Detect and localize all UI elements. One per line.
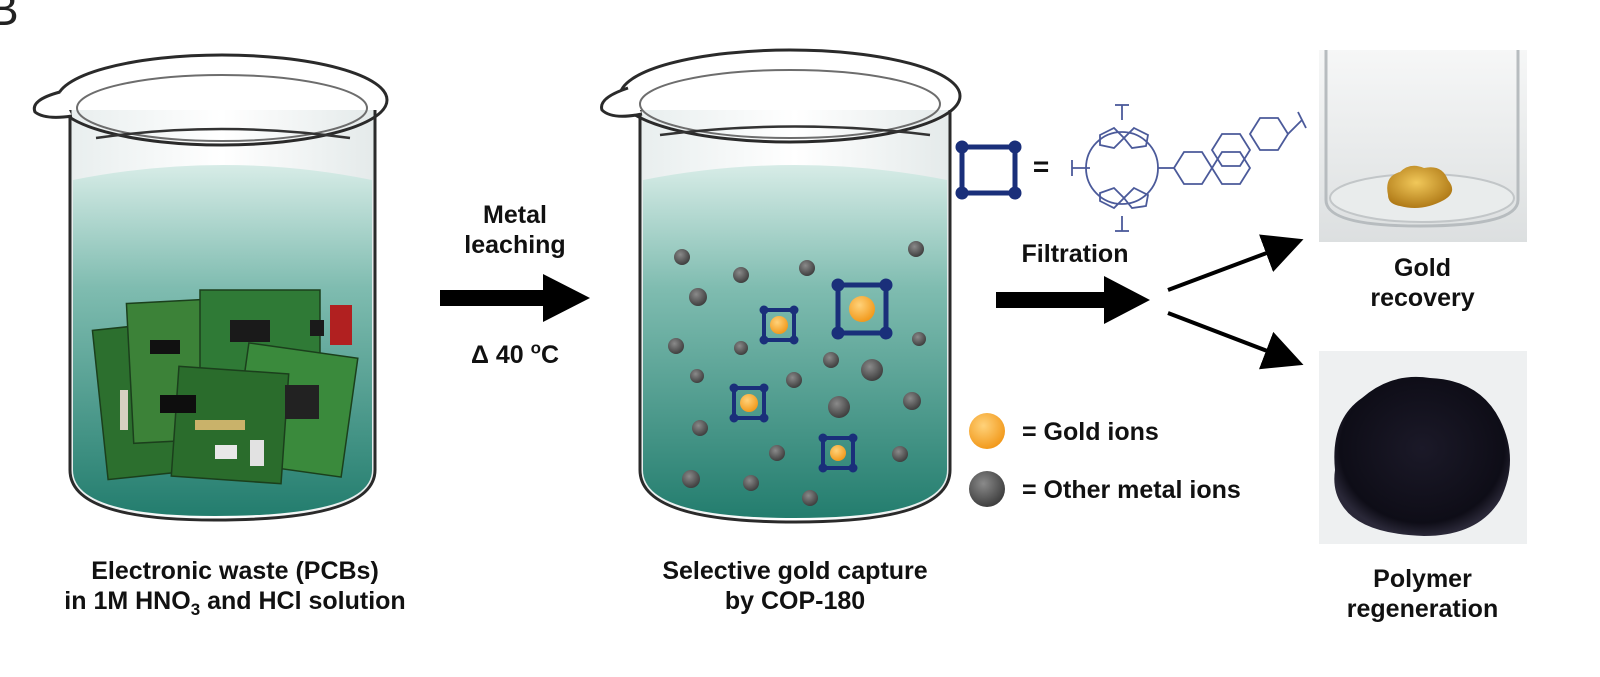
other-metal-ions [668,241,926,506]
structure-equals-sign: = [1032,151,1050,182]
cop-cage [729,383,769,423]
filtration-label: Filtration [1021,240,1129,268]
other-ion [908,241,924,257]
arrow-filtration [996,276,1150,324]
polymer-regeneration-caption: Polymer regeneration [1315,564,1530,624]
step2-caption-line1: Selective gold capture [662,557,928,585]
gold-recovery-caption: Gold recovery [1320,253,1525,313]
cop-cages-with-gold [729,278,893,473]
beaker-2 [600,48,962,524]
other-ion [828,396,850,418]
legend-gold-label: = Gold ions [1022,418,1159,446]
step2-caption-line2: by COP-180 [724,587,866,615]
cop-180-structure-icon [1071,104,1307,232]
step1-caption-line2: in 1M HNO3 and HCl solution [64,587,406,619]
other-ion [733,267,749,283]
step1-caption: Electronic waste (PCBs) in 1M HNO3 and H… [0,556,470,619]
branch-arrow-down [1167,311,1304,370]
cop-cage [818,433,858,473]
other-ion [786,372,802,388]
panel-label: B [0,0,19,35]
step2-caption: Selective gold capture by COP-180 [580,556,1010,616]
other-ion [689,288,707,306]
legend-other-ion-icon [969,471,1005,507]
other-ion [892,446,908,462]
gold-recovery-line1: Gold [1394,254,1451,282]
other-ion [692,420,708,436]
other-ion [802,490,818,506]
branch-arrow-up [1167,234,1304,292]
arrow-metal-leaching [440,274,590,322]
other-ion [668,338,684,354]
other-ion [823,352,839,368]
polymer-regeneration-line2: regeneration [1346,595,1499,623]
arrow1-label-line1: Metal [483,201,547,229]
step1-caption-line1: Electronic waste (PCBs) [91,557,379,585]
gold-recovery-line2: recovery [1370,284,1475,312]
legend-gold-ion-icon [969,413,1005,449]
other-ion [912,332,926,346]
polymer-regeneration-photo [1319,351,1527,544]
arrow1-condition: Δ 40 oC [470,338,560,369]
other-ion [690,369,704,383]
legend-other-label: = Other metal ions [1022,476,1241,504]
arrow1-label-line2: leaching [464,231,566,259]
other-ion [903,392,921,410]
arrow1-label: Metal leaching [430,200,600,260]
beaker-1 [32,53,389,522]
other-ion [743,475,759,491]
other-ion [674,249,690,265]
other-ion [861,359,883,381]
cop-cage-key-icon [955,140,1022,200]
cop-cage [831,278,893,340]
other-ion [734,341,748,355]
other-ion [682,470,700,488]
circuit-boards [91,289,359,485]
gold-recovery-photo [1319,50,1527,242]
cop-cage [759,305,799,345]
other-ion [799,260,815,276]
other-ion [769,445,785,461]
polymer-regeneration-line1: Polymer [1373,565,1472,593]
